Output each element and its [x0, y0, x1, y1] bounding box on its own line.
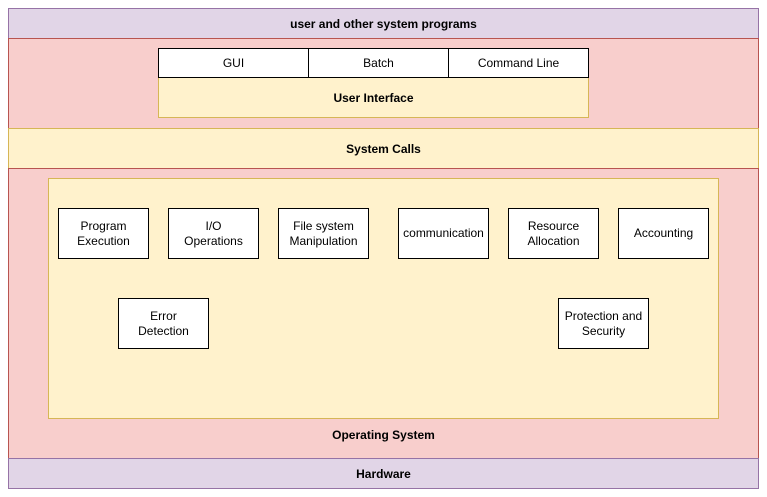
tab-command-line-label: Command Line	[477, 56, 560, 70]
tab-gui: GUI	[158, 48, 309, 78]
user-programs-layer: user and other system programs	[8, 8, 759, 39]
operating-system-label: Operating System	[332, 428, 435, 442]
resource-allocation-box: Resource Allocation	[508, 208, 599, 259]
system-calls-label: System Calls	[346, 141, 421, 156]
user-programs-label: user and other system programs	[290, 16, 477, 31]
communication-box: communication	[398, 208, 489, 259]
tab-gui-label: GUI	[222, 56, 245, 70]
protection-security-box: Protection and Security	[558, 298, 649, 349]
hardware-label: Hardware	[356, 466, 411, 481]
program-execution-box: Program Execution	[58, 208, 149, 259]
tab-command-line: Command Line	[448, 48, 589, 78]
error-detection-box: Error Detection	[118, 298, 209, 349]
tab-batch: Batch	[308, 48, 449, 78]
user-interface-box: User Interface	[158, 77, 589, 118]
hardware-layer: Hardware	[8, 458, 759, 489]
io-operations-box: I/O Operations	[168, 208, 259, 259]
file-system-manipulation-box: File system Manipulation	[278, 208, 369, 259]
tab-batch-label: Batch	[363, 56, 394, 70]
user-interface-label: User Interface	[333, 90, 414, 105]
system-calls-layer: System Calls	[8, 128, 759, 169]
accounting-box: Accounting	[618, 208, 709, 259]
